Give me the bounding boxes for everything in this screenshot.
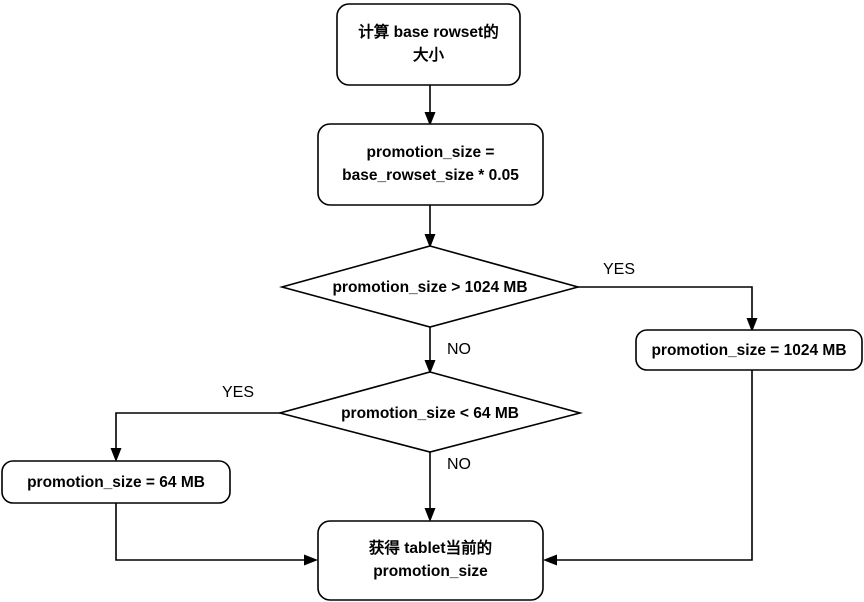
edge-check1024-no-to-check64 — [424, 327, 436, 374]
node-check-less-64-shape[interactable] — [276, 371, 584, 453]
arrowhead-icon — [304, 554, 318, 566]
edge-set1024-to-get-tablet — [543, 370, 753, 566]
arrowhead-icon — [424, 360, 436, 374]
edge-calc-to-compute — [424, 85, 436, 126]
node-check-less-64[interactable]: promotion_size < 64 MB — [276, 371, 584, 453]
arrowhead-icon — [110, 448, 122, 462]
node-get-tablet-promotion-size-line-2: promotion_size — [373, 563, 488, 580]
edge-label-no-64: NO — [447, 456, 471, 473]
node-set-64-shape[interactable] — [1, 460, 231, 504]
node-compute-promotion-size-line-1: promotion_size = — [367, 144, 495, 161]
edge-set64-to-get-tablet — [115, 503, 318, 566]
edge-check1024-yes-to-set1024 — [578, 286, 758, 332]
node-set-1024[interactable]: promotion_size = 1024 MB — [635, 329, 863, 371]
node-calc-base-rowset-line-2: 大小 — [413, 45, 445, 64]
arrowhead-icon — [424, 112, 436, 126]
arrowhead-icon — [424, 234, 436, 248]
arrowhead-icon — [746, 318, 758, 332]
node-check-greater-1024-shape[interactable] — [278, 245, 582, 328]
edge-check64-yes-to-set64 — [110, 412, 280, 462]
node-set-64-label: promotion_size = 64 MB — [27, 474, 205, 491]
node-set-1024-label: promotion_size = 1024 MB — [651, 342, 846, 359]
node-calc-base-rowset[interactable]: 计算 base rowset的 大小 — [336, 3, 521, 86]
node-set-1024-shape[interactable] — [635, 329, 863, 371]
edge-check64-no-to-get-tablet — [424, 452, 436, 522]
edge-compute-to-check1024 — [424, 205, 436, 248]
node-check-less-64-label: promotion_size < 64 MB — [341, 405, 519, 422]
node-get-tablet-promotion-size-line-1: 获得 tablet当前的 — [369, 538, 492, 557]
node-set-64[interactable]: promotion_size = 64 MB — [1, 460, 231, 504]
edge-label-yes-1024: YES — [603, 261, 635, 278]
node-get-tablet-promotion-size[interactable]: 获得 tablet当前的 promotion_size — [317, 520, 544, 601]
node-check-greater-1024[interactable]: promotion_size > 1024 MB — [278, 245, 582, 328]
node-get-tablet-promotion-size-shape[interactable] — [317, 520, 544, 601]
edge-label-no-1024: NO — [447, 341, 471, 358]
arrowhead-icon — [424, 508, 436, 522]
node-calc-base-rowset-shape[interactable] — [336, 3, 521, 86]
node-compute-promotion-size[interactable]: promotion_size = base_rowset_size * 0.05 — [317, 123, 544, 206]
arrowhead-icon — [543, 554, 557, 566]
node-check-greater-1024-label: promotion_size > 1024 MB — [332, 279, 527, 296]
edge-label-yes-64: YES — [222, 384, 254, 401]
node-compute-promotion-size-line-2: base_rowset_size * 0.05 — [342, 167, 519, 184]
node-calc-base-rowset-line-1: 计算 base rowset的 — [358, 22, 498, 41]
node-compute-promotion-size-shape[interactable] — [317, 123, 544, 206]
